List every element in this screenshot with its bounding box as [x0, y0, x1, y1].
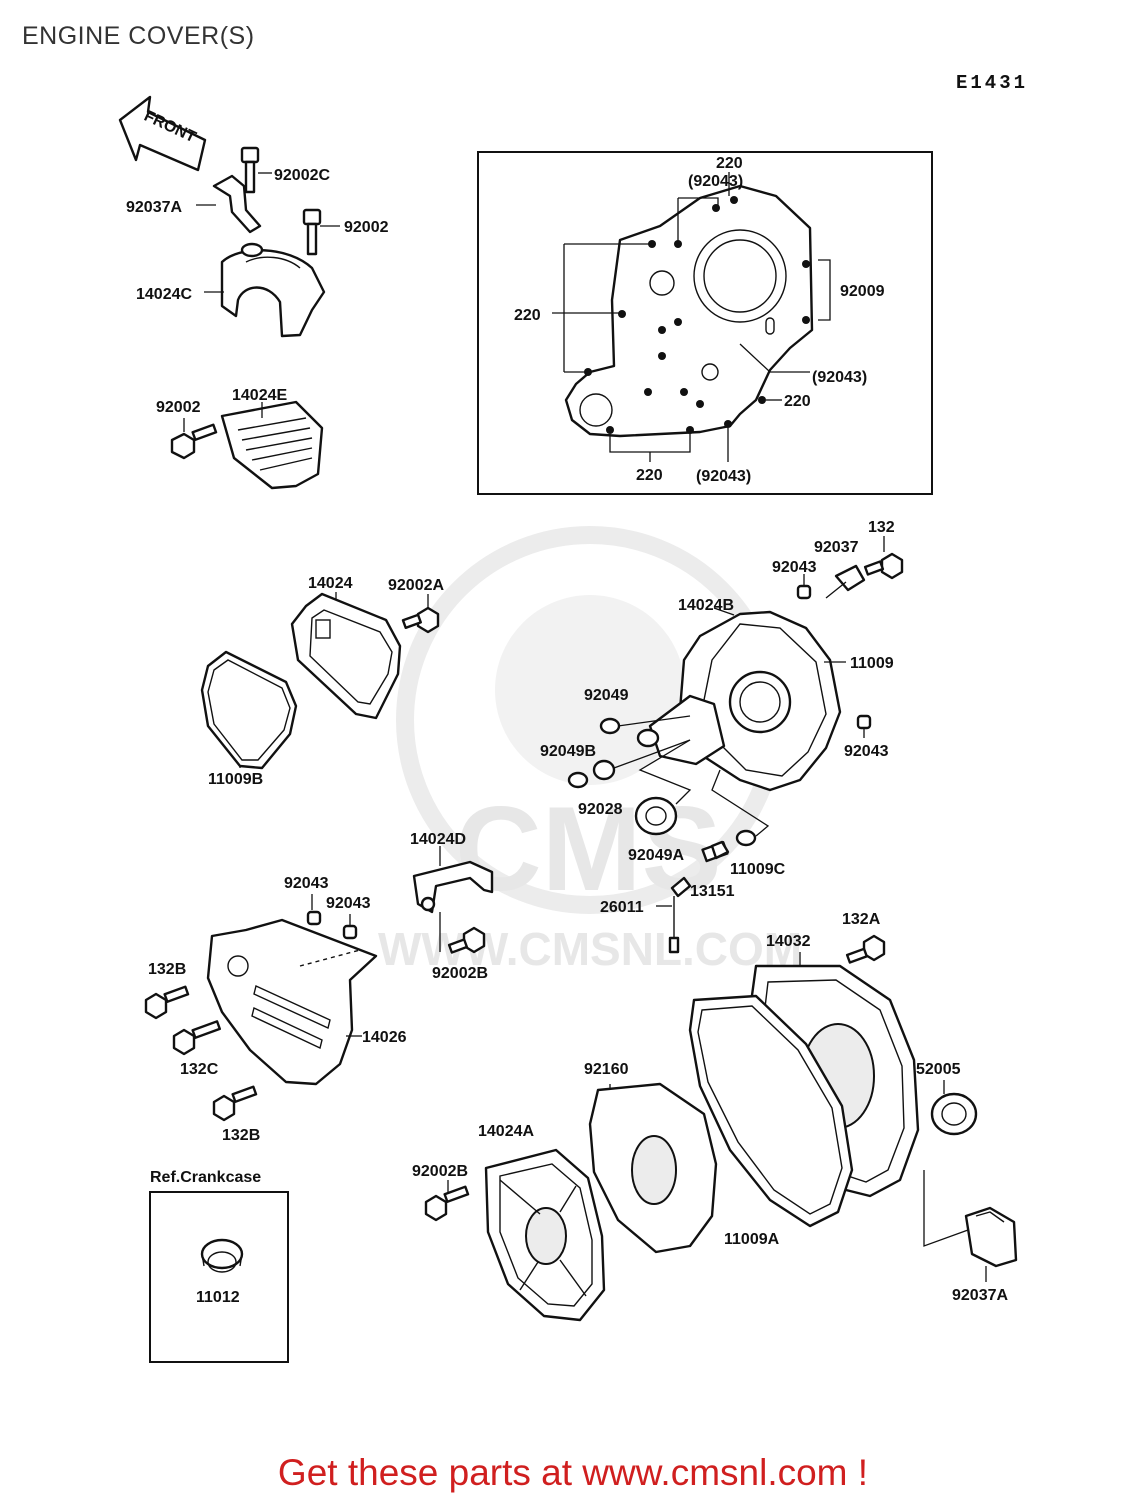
label-92043-b: 92043 [844, 743, 889, 760]
label-92002C: 92002C [274, 167, 330, 184]
label-11009B: 11009B [208, 771, 263, 788]
part-11009A-gasket [688, 994, 854, 1228]
label-92002A: 92002A [388, 577, 444, 594]
label-220-bottom: 220 [636, 467, 663, 484]
label-92037: 92037 [814, 539, 859, 556]
part-132-bolt [863, 536, 904, 580]
gasket-inset-box [477, 151, 933, 495]
part-14024B-cover [636, 607, 846, 792]
label-14024B: 14024B [678, 597, 734, 614]
part-92002-bolt-mid [170, 418, 218, 460]
label-92043-d: 92043 [326, 895, 371, 912]
label-11009A: 11009A [724, 1231, 780, 1248]
label-26011: 26011 [600, 899, 644, 916]
part-92037-clamp [825, 564, 866, 599]
label-11009C: 11009C [730, 861, 786, 878]
watermark-site: WWW.CMSNL.COM [378, 923, 802, 975]
label-132: 132 [868, 519, 895, 536]
footer-link[interactable]: Get these parts at www.cmsnl.com ! [277, 1452, 869, 1493]
label-92002B-a: 92002B [432, 965, 488, 982]
label-92043-paren-3: (92043) [696, 468, 751, 485]
label-92043-c: 92043 [284, 875, 329, 892]
label-92049B: 92049B [540, 743, 596, 760]
label-14024D: 14024D [410, 831, 466, 848]
label-92043-paren-1: (92043) [688, 173, 743, 190]
label-92037A-top: 92037A [126, 199, 182, 216]
ref-crankcase-box [149, 1191, 289, 1363]
part-52005-seal [930, 1080, 978, 1136]
part-14026-cover [206, 918, 378, 1086]
part-92002B-bolt-a [447, 926, 486, 954]
label-92037A-bottom: 92037A [952, 1287, 1008, 1304]
part-92037A-clamp-bottom [923, 1170, 1018, 1282]
part-11009C-washer [711, 769, 770, 847]
part-14032-cover [748, 952, 920, 1198]
part-92049B-ring [567, 771, 589, 789]
part-132C-bolt [172, 1020, 222, 1056]
label-132C: 132C [180, 1061, 219, 1078]
parts-diagram: CMS WWW.CMSNL.COM FRONT [118, 95, 1018, 1363]
label-92043-a: 92043 [772, 559, 817, 576]
label-92049A: 92049A [628, 847, 684, 864]
part-14024-cover [290, 592, 402, 720]
label-92002-mid: 92002 [156, 399, 201, 416]
part-92043-dowel-c [306, 894, 322, 926]
part-132B-bolt-b [212, 1085, 258, 1122]
part-92043-dowel-a [796, 574, 812, 600]
part-92049A-seal [634, 739, 692, 836]
label-92043-paren-2: (92043) [812, 369, 867, 386]
part-132B-bolt-a [144, 985, 190, 1020]
part-13151-switch [701, 840, 730, 863]
part-92002A-bolt [401, 594, 440, 634]
label-14026: 14026 [362, 1029, 407, 1046]
part-14024E-guard [220, 400, 324, 490]
part-132A-bolt [845, 934, 886, 964]
label-132B-a: 132B [148, 961, 186, 978]
part-92043-dowel-d [342, 914, 358, 940]
label-11012: 11012 [196, 1289, 240, 1306]
label-14032: 14032 [766, 933, 811, 950]
label-ref-crankcase: Ref.Crankcase [150, 1169, 261, 1186]
label-92002-top: 92002 [344, 219, 389, 236]
page-title: ENGINE COVER(S) [22, 22, 255, 50]
label-92002B-b: 92002B [412, 1163, 468, 1180]
part-14024A-cover [484, 1148, 606, 1322]
label-52005: 52005 [916, 1061, 961, 1078]
part-26011-lead [656, 876, 692, 954]
part-92002B-bolt-b [424, 1180, 470, 1222]
label-220-left: 220 [514, 307, 541, 324]
part-92028-collar [592, 739, 691, 781]
part-92002C-bolt [240, 146, 272, 194]
part-14024C-cover [204, 242, 326, 338]
label-132A: 132A [842, 911, 881, 928]
front-arrow-icon: FRONT [118, 95, 207, 172]
part-92002-bolt-top [302, 208, 340, 256]
callout-labels: 92002C 92037A 92002 14024C 92002 14024E … [126, 155, 1008, 1306]
label-11009: 11009 [850, 655, 894, 672]
diagram-code: E1431 [956, 72, 1029, 94]
part-92049-ring [599, 715, 691, 735]
part-11009B-gasket [200, 650, 298, 770]
label-132B-b: 132B [222, 1127, 260, 1144]
label-92009: 92009 [840, 283, 885, 300]
part-92037A-clamp [196, 174, 262, 234]
label-14024: 14024 [308, 575, 353, 592]
label-92160: 92160 [584, 1061, 629, 1078]
label-13151: 13151 [690, 883, 735, 900]
label-14024E: 14024E [232, 387, 287, 404]
label-14024A: 14024A [478, 1123, 534, 1140]
part-14024D-cover [412, 846, 494, 952]
label-220-top: 220 [716, 155, 743, 172]
part-92043-dowel-b [856, 714, 872, 738]
label-92049: 92049 [584, 687, 629, 704]
label-14024C: 14024C [136, 286, 192, 303]
label-92028: 92028 [578, 801, 623, 818]
part-92160-plate [588, 1082, 718, 1254]
label-220-right: 220 [784, 393, 811, 410]
